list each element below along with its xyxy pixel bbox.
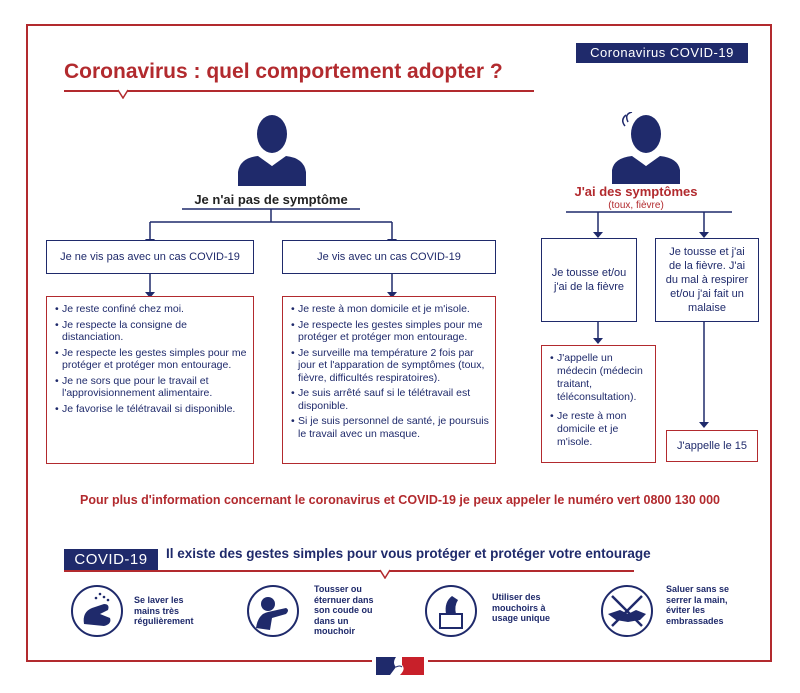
call-15-box: J'appelle le 15 xyxy=(666,430,758,462)
list-item: Je reste à mon domicile et je m'isole. xyxy=(550,410,649,449)
list-item: Je respecte les gestes simples pour me p… xyxy=(291,319,489,344)
list-item: Je respecte les gestes simples pour me p… xyxy=(55,347,247,372)
info-hotline: Pour plus d'information concernant le co… xyxy=(80,493,720,507)
list-item: Je favorise le télétravail si disponible… xyxy=(55,403,247,416)
title-underline xyxy=(64,90,534,92)
list-item: Je suis arrêté sauf si le télétravail es… xyxy=(291,387,489,412)
geste-text-4: Saluer sans se serrer la main, éviter le… xyxy=(666,584,730,626)
geste-text-3: Utiliser des mouchoirs à usage unique xyxy=(492,592,551,623)
gestes-underline xyxy=(64,570,634,572)
list-item: Je ne sors que pour le travail et l'appr… xyxy=(55,375,247,400)
breathing-difficulty-box: Je tousse et j'ai de la fièvre. J'ai du … xyxy=(655,238,759,322)
header-tag: Coronavirus COVID-19 xyxy=(576,43,748,63)
no-symptom-heading: Je n'ai pas de symptôme xyxy=(194,192,348,207)
gestes-speech-notch xyxy=(380,569,391,579)
gestes-title: Il existe des gestes simples pour vous p… xyxy=(166,546,651,561)
cough-elbow-icon xyxy=(247,585,299,637)
symptom-heading: J'ai des symptômes xyxy=(574,184,698,199)
tissue-icon xyxy=(425,585,477,637)
list-item: Je surveille ma température 2 fois par j… xyxy=(291,347,489,385)
marianne-logo xyxy=(372,655,428,677)
call-doctor-actions: J'appelle un médecin (médecin traitant, … xyxy=(541,345,656,463)
no-case-box: Je ne vis pas avec un cas COVID-19 xyxy=(46,240,254,274)
list-item: Je reste à mon domicile et je m'isole. xyxy=(291,303,489,316)
with-case-box: Je vis avec un cas COVID-19 xyxy=(282,240,496,274)
geste-text-2: Tousser ou éternuer dans son coude ou da… xyxy=(314,584,374,636)
with-case-actions: Je reste à mon domicile et je m'isole. J… xyxy=(282,296,496,464)
geste-text-1: Se laver les mains très régulièrement xyxy=(134,595,194,626)
person-symptom-icon xyxy=(612,112,680,184)
person-no-symptom-icon xyxy=(238,115,306,186)
list-item: J'appelle un médecin (médecin traitant, … xyxy=(550,352,649,404)
symptom-subheading: (toux, fièvre) xyxy=(608,200,664,211)
list-item: Je reste confiné chez moi. xyxy=(55,303,247,316)
cough-or-fever-box: Je tousse et/ou j'ai de la fièvre xyxy=(541,238,637,322)
title-speech-notch xyxy=(118,89,129,99)
covid-tag: COVID-19 xyxy=(64,549,158,570)
no-handshake-icon xyxy=(601,585,653,637)
hand-washing-icon xyxy=(71,585,123,637)
list-item: Je respecte la consigne de distanciation… xyxy=(55,319,247,344)
no-case-actions: Je reste confiné chez moi. Je respecte l… xyxy=(46,296,254,464)
list-item: Si je suis personnel de santé, je poursu… xyxy=(291,415,489,440)
page-title: Coronavirus : quel comportement adopter … xyxy=(64,60,503,83)
